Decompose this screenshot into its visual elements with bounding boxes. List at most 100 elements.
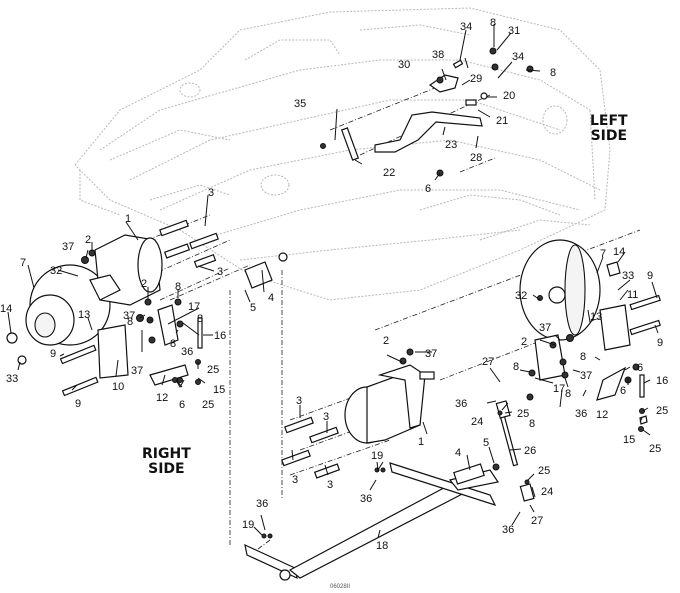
callout-37: 37 (425, 348, 437, 360)
callout-34: 34 (512, 51, 524, 63)
callout-3: 3 (327, 479, 333, 491)
callout-32: 32 (50, 265, 62, 277)
callout-3: 3 (292, 474, 298, 486)
callout-33: 33 (622, 270, 634, 282)
callout-8: 8 (175, 281, 181, 293)
left-side-label: LEFT SIDE (590, 113, 628, 144)
callout-6: 6 (179, 399, 185, 411)
callout-22: 22 (383, 167, 395, 179)
callout-2: 2 (85, 234, 91, 246)
callout-8: 8 (127, 316, 133, 328)
callout-37: 37 (62, 241, 74, 253)
callout-3: 3 (217, 266, 223, 278)
callout-21: 21 (496, 115, 508, 127)
callout-8: 8 (550, 67, 556, 79)
callout-13: 13 (78, 309, 90, 321)
linkage-parts-top (320, 47, 534, 177)
callout-13: 13 (590, 311, 602, 323)
callout-7: 7 (20, 257, 26, 269)
callout-9: 9 (50, 348, 56, 360)
callout-5: 5 (250, 302, 256, 314)
callout-36: 36 (256, 498, 268, 510)
callout-14: 14 (0, 303, 12, 315)
callout-26: 26 (524, 445, 536, 457)
callout-15: 15 (623, 434, 635, 446)
callout-25: 25 (207, 364, 219, 376)
callout-4: 4 (268, 292, 274, 304)
center-motor-and-brake-bar (229, 270, 535, 581)
callout-20: 20 (503, 90, 515, 102)
callout-25: 25 (649, 443, 661, 455)
callout-9: 9 (647, 270, 653, 282)
callout-24: 24 (471, 416, 483, 428)
callout-12: 12 (156, 392, 168, 404)
callout-25: 25 (517, 408, 529, 420)
callout-31: 31 (508, 25, 520, 37)
right-wheel-motor-assembly (6, 214, 288, 397)
callout-2: 2 (383, 335, 389, 347)
callout-8: 8 (565, 388, 571, 400)
callout-8: 8 (580, 351, 586, 363)
callout-18: 18 (376, 540, 388, 552)
callout-16: 16 (656, 375, 668, 387)
callout-36: 36 (360, 493, 372, 505)
callout-27: 27 (482, 356, 494, 368)
callout-6: 6 (620, 385, 626, 397)
callout-7: 7 (600, 248, 606, 260)
callout-23: 23 (445, 139, 457, 151)
callout-29: 29 (470, 73, 482, 85)
right-side-label: RIGHT SIDE (142, 446, 191, 477)
callout-19: 19 (242, 519, 254, 531)
callout-35: 35 (294, 98, 306, 110)
callout-36: 36 (502, 524, 514, 536)
callout-33: 33 (6, 373, 18, 385)
callout-37: 37 (580, 370, 592, 382)
callout-14: 14 (613, 246, 625, 258)
callout-3: 3 (323, 411, 329, 423)
callout-19: 19 (371, 450, 383, 462)
callout-36: 36 (455, 398, 467, 410)
callout-25: 25 (202, 399, 214, 411)
callout-8: 8 (170, 338, 176, 350)
callout-3: 3 (296, 395, 302, 407)
callout-8: 8 (513, 361, 519, 373)
callout-30: 30 (398, 59, 410, 71)
callout-10: 10 (112, 381, 124, 393)
callout-12: 12 (596, 409, 608, 421)
callout-9: 9 (657, 337, 663, 349)
callout-2: 2 (521, 336, 527, 348)
callout-16: 16 (214, 330, 226, 342)
callout-6: 6 (425, 183, 431, 195)
callout-9: 9 (75, 398, 81, 410)
callout-34: 34 (460, 21, 472, 33)
left-wheel-motor-assembly (249, 229, 661, 556)
mower-frame-outline (74, 7, 611, 301)
callout-37: 37 (131, 365, 143, 377)
callout-4: 4 (455, 447, 461, 459)
callout-8: 8 (197, 313, 203, 325)
callout-2: 2 (141, 278, 147, 290)
callout-11: 11 (627, 289, 638, 301)
callout-32: 32 (515, 290, 527, 302)
callout-28: 28 (470, 152, 482, 164)
callout-15: 15 (213, 384, 225, 396)
drawing-code: 06028II (330, 584, 351, 590)
callout-8: 8 (529, 418, 535, 430)
callout-25: 25 (656, 405, 668, 417)
callout-6: 6 (637, 362, 643, 374)
callout-1: 1 (125, 213, 131, 225)
callout-27: 27 (531, 515, 543, 527)
callout-8: 8 (490, 17, 496, 29)
callout-37: 37 (539, 322, 551, 334)
callout-36: 36 (181, 346, 193, 358)
callout-numbers: 34 8 31 38 34 8 30 29 20 21 35 23 28 22 … (0, 17, 668, 552)
callout-25: 25 (538, 465, 550, 477)
callout-leaders (7, 24, 659, 539)
callout-1: 1 (418, 436, 424, 448)
callout-5: 5 (483, 437, 489, 449)
callout-36: 36 (575, 408, 587, 420)
callout-38: 38 (432, 49, 444, 61)
callout-24: 24 (541, 486, 553, 498)
callout-17: 17 (188, 301, 200, 313)
